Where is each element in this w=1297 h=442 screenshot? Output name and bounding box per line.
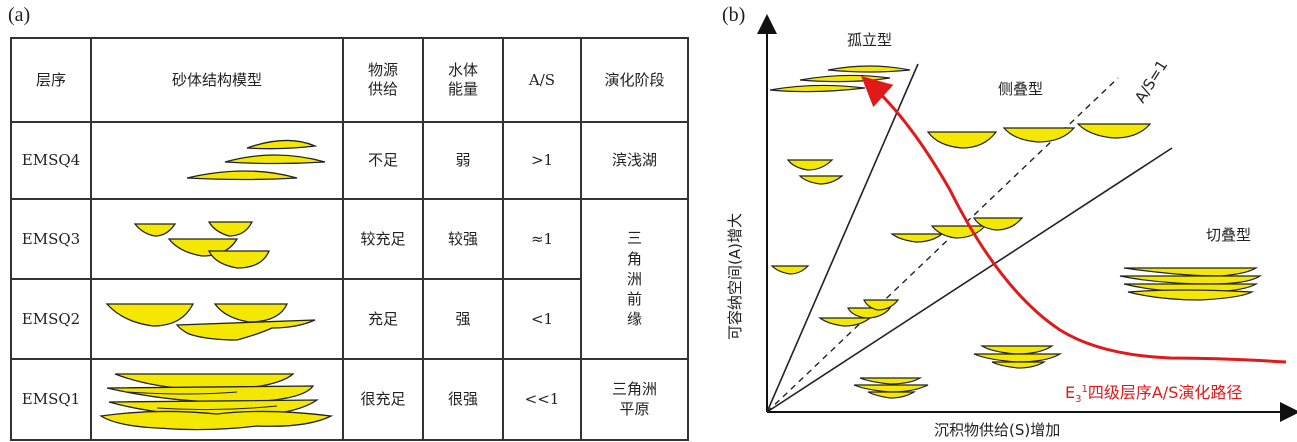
supply-cell: 不足 bbox=[342, 121, 424, 200]
stage-cell-delta-front: 三角洲前缘 bbox=[580, 198, 689, 360]
as-cell: ≈1 bbox=[502, 198, 582, 280]
energy-cell: 较强 bbox=[422, 198, 504, 280]
as-cell: <1 bbox=[502, 278, 582, 360]
sand-model-cut-stacked bbox=[99, 372, 334, 430]
sand-model-cell bbox=[90, 358, 344, 441]
table-row: EMSQ1 很充足 很强 <<1 三角洲平原 bbox=[10, 358, 689, 441]
energy-cell: 很强 bbox=[422, 358, 504, 441]
sand-model-isolated bbox=[186, 139, 326, 180]
evolution-path bbox=[861, 75, 1287, 364]
table-row: EMSQ3 较充足 较强 ≈1 三角洲前缘 bbox=[10, 198, 689, 360]
seq-cell: EMSQ1 bbox=[10, 358, 92, 441]
panel-b-label: (b) bbox=[722, 4, 746, 26]
type-lateral-label: 侧叠型 bbox=[998, 80, 1043, 98]
header-supply: 物源 供给 bbox=[342, 37, 424, 123]
as-evolution-diagram: 孤立型 侧叠型 切叠型 A/S=1 沉积物供给(S)增加 可容纳空间(A)增大 … bbox=[726, 14, 1297, 439]
seq-cell: EMSQ2 bbox=[10, 278, 92, 360]
table-row: EMSQ4 不足 弱 >1 滨浅湖 bbox=[10, 121, 689, 200]
as-cell: >1 bbox=[502, 121, 582, 200]
header-stage: 演化阶段 bbox=[580, 37, 689, 123]
supply-cell: 充足 bbox=[342, 278, 424, 360]
panel-a-label: (a) bbox=[8, 4, 31, 26]
stage-delta-front: 三角洲前缘 bbox=[627, 229, 643, 329]
sand-model-amalgamated bbox=[105, 303, 316, 341]
header-as: A/S bbox=[502, 37, 582, 123]
stage-delta-plain: 三角洲平原 bbox=[612, 380, 658, 418]
supply-cell: 很充足 bbox=[342, 358, 424, 441]
stage-cell-delta-plain: 三角洲平原 bbox=[580, 358, 689, 441]
energy-cell: 弱 bbox=[422, 121, 504, 200]
header-sequence: 层序 bbox=[10, 37, 92, 123]
upper-boundary-line bbox=[766, 63, 919, 413]
supply-cell: 较充足 bbox=[342, 198, 424, 280]
stage-cell: 滨浅湖 bbox=[580, 121, 689, 200]
type-isolated-label: 孤立型 bbox=[847, 31, 892, 49]
sand-model-cell bbox=[90, 121, 344, 200]
header-sand-model: 砂体结构模型 bbox=[90, 37, 344, 123]
energy-cell: 强 bbox=[422, 278, 504, 360]
header-energy: 水体 能量 bbox=[422, 37, 504, 123]
table-header-row: 层序 砂体结构模型 物源 供给 水体 能量 A/S 演化阶段 bbox=[10, 37, 689, 123]
type-cut-label: 切叠型 bbox=[1206, 226, 1251, 244]
sand-model-cell bbox=[90, 278, 344, 360]
lower-boundary-line bbox=[766, 147, 1173, 413]
y-axis-label: 可容纳空间(A)增大 bbox=[726, 213, 744, 340]
table-row: EMSQ2 充足 强 <1 bbox=[10, 278, 688, 360]
as-cell: <<1 bbox=[502, 358, 582, 441]
sand-model-cell bbox=[90, 198, 344, 280]
sequence-table: 层序 砂体结构模型 物源 供给 水体 能量 A/S 演化阶段 EMSQ4 不足 … bbox=[10, 37, 689, 441]
sand-model-lateral bbox=[133, 221, 270, 269]
as-equals-one-line bbox=[766, 77, 1119, 413]
seq-cell: EMSQ4 bbox=[10, 121, 92, 200]
as-line-label: A/S=1 bbox=[1131, 57, 1171, 106]
path-label: E31四级层序A/S演化路径 bbox=[1065, 383, 1242, 405]
seq-cell: EMSQ3 bbox=[10, 198, 92, 280]
x-axis-label: 沉积物供给(S)增加 bbox=[934, 421, 1060, 439]
